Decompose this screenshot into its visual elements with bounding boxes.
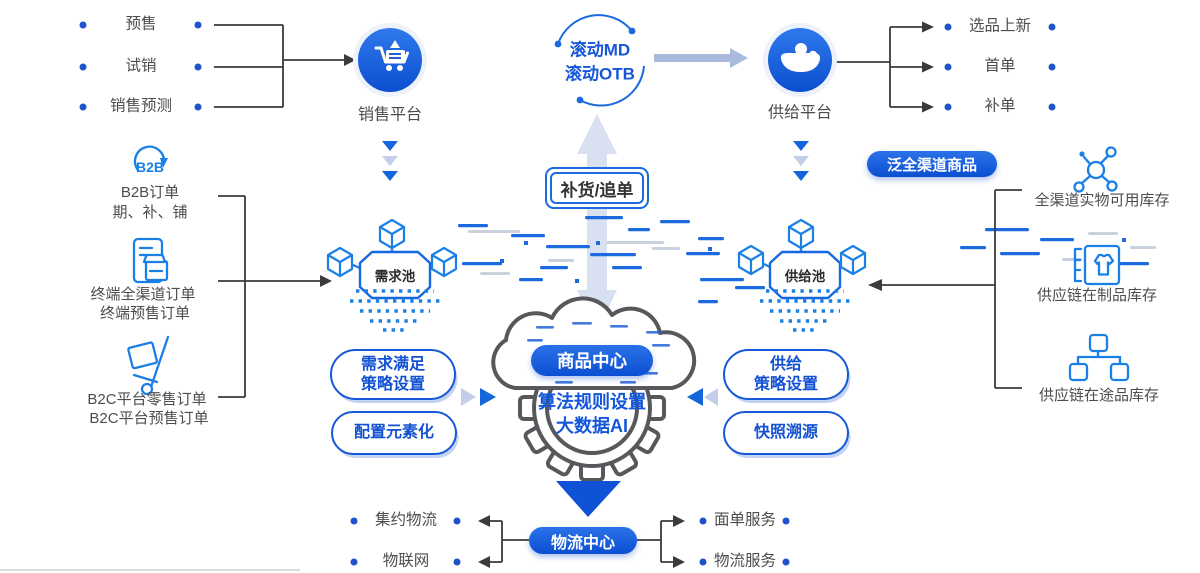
inventory-wip-label: 供应链在制品库存 [1036,287,1158,304]
inventory-available-label: 全渠道实物可用库存 [1034,192,1170,209]
bullet [79,63,87,71]
b2b-icon: B2B [133,145,168,175]
demand-strategy-line1: 需求满足 [360,355,425,373]
bottom-divider [0,569,300,571]
bullet [350,558,358,566]
order-sources-connector [218,195,332,398]
bullet [453,558,461,566]
engine-rules-label: 算法规则设置 [538,392,646,412]
bullet [79,103,87,111]
inventory-sources-connector [868,189,1022,389]
demand-pool-label: 需求池 [374,269,416,284]
inventory-transit-label: 供应链在途品库存 [1038,387,1160,404]
logistics-left-item: 集约物流 [374,511,438,529]
rolling-to-supply-arrow [654,48,748,68]
bullet [1048,23,1056,31]
bullet [194,21,202,29]
supply-strategy-line1: 供给 [769,355,802,373]
data-stream-dashes [458,216,1156,304]
supply-strategy-pill: 供给 策略设置 [723,349,849,400]
supply-pool-label: 供给池 [784,269,826,284]
logistics-connector [478,515,685,568]
bullet [350,517,358,525]
sales-input-connector [214,24,356,108]
b2c-presale-label: B2C平台预售订单 [89,410,209,427]
supply-to-engine-arrows [687,388,718,406]
supply-pool-icon [737,218,867,332]
rolling-otb-label: 滚动OTB [565,64,635,84]
snapshot-pill-label: 快照溯源 [753,424,818,441]
bullet [944,103,952,111]
bullet [79,21,87,29]
bullet [699,517,707,525]
supply-output-item: 首单 [984,57,1016,75]
sales-chevrons-icon [382,141,398,181]
supply-output-connector [832,21,934,113]
omni-channel-badge: 泛全渠道商品 [867,151,997,177]
bullet [453,517,461,525]
sales-input-item: 试销 [125,57,157,75]
bullet [1048,103,1056,111]
handtruck-icon [127,335,170,396]
demand-pool-icon [326,218,458,332]
config-pill-label: 配置元素化 [353,424,434,441]
snapshot-pill: 快照溯源 [723,411,849,455]
logistics-left-item: 物联网 [382,552,430,570]
supply-chevrons-icon [793,141,809,181]
b2b-icon-text: B2B [136,159,164,175]
replenish-badge: 补货/追单 [545,167,649,209]
config-pill: 配置元素化 [331,411,457,455]
transit-inventory-icon [1068,333,1130,382]
bullet [944,63,952,71]
b2b-order-label: B2B订单 [120,184,180,201]
bullet [944,23,952,31]
bullet [782,517,790,525]
supply-output-item: 选品上新 [968,17,1032,35]
terminal-store-icon [132,237,169,284]
supply-output-item: 补单 [984,97,1016,115]
rolling-plan-circle-icon [554,14,645,107]
demand-strategy-line2: 策略设置 [360,375,425,393]
bullet [782,558,790,566]
terminal-order-label: 终端全渠道订单 [90,286,196,303]
logistics-right-item: 物流服务 [713,552,777,570]
b2c-retail-label: B2C平台零售订单 [87,391,207,408]
bullet [699,558,707,566]
supply-strategy-line2: 策略设置 [753,375,818,393]
engine-to-logistics-arrow [556,481,621,517]
sales-input-item: 销售预测 [109,97,173,115]
cart-icon [353,23,427,97]
terminal-presale-label: 终端预售订单 [99,305,191,322]
logistics-center-badge: 物流中心 [529,527,637,554]
sales-input-item: 预售 [125,15,157,33]
engine-ai-label: 大数据AI [556,416,628,436]
demand-strategy-pill: 需求满足 策略设置 [330,349,456,400]
logistics-right-item: 面单服务 [713,511,777,529]
supply-hand-icon [763,23,837,97]
wip-inventory-icon [1073,244,1121,286]
replenish-badge-label: 补货/追单 [550,172,644,204]
product-center-badge: 商品中心 [531,345,653,376]
bullet [1048,63,1056,71]
sales-platform-label: 销售平台 [357,106,423,124]
rolling-md-label: 滚动MD [569,40,631,60]
supply-platform-label: 供给平台 [767,104,833,122]
network-inventory-icon [1073,146,1118,193]
demand-to-engine-arrows [461,388,496,406]
bullet [194,63,202,71]
cloud-data-fragments [527,322,670,384]
b2b-order-sub-label: 期、补、铺 [112,204,188,221]
bullet [194,103,202,111]
